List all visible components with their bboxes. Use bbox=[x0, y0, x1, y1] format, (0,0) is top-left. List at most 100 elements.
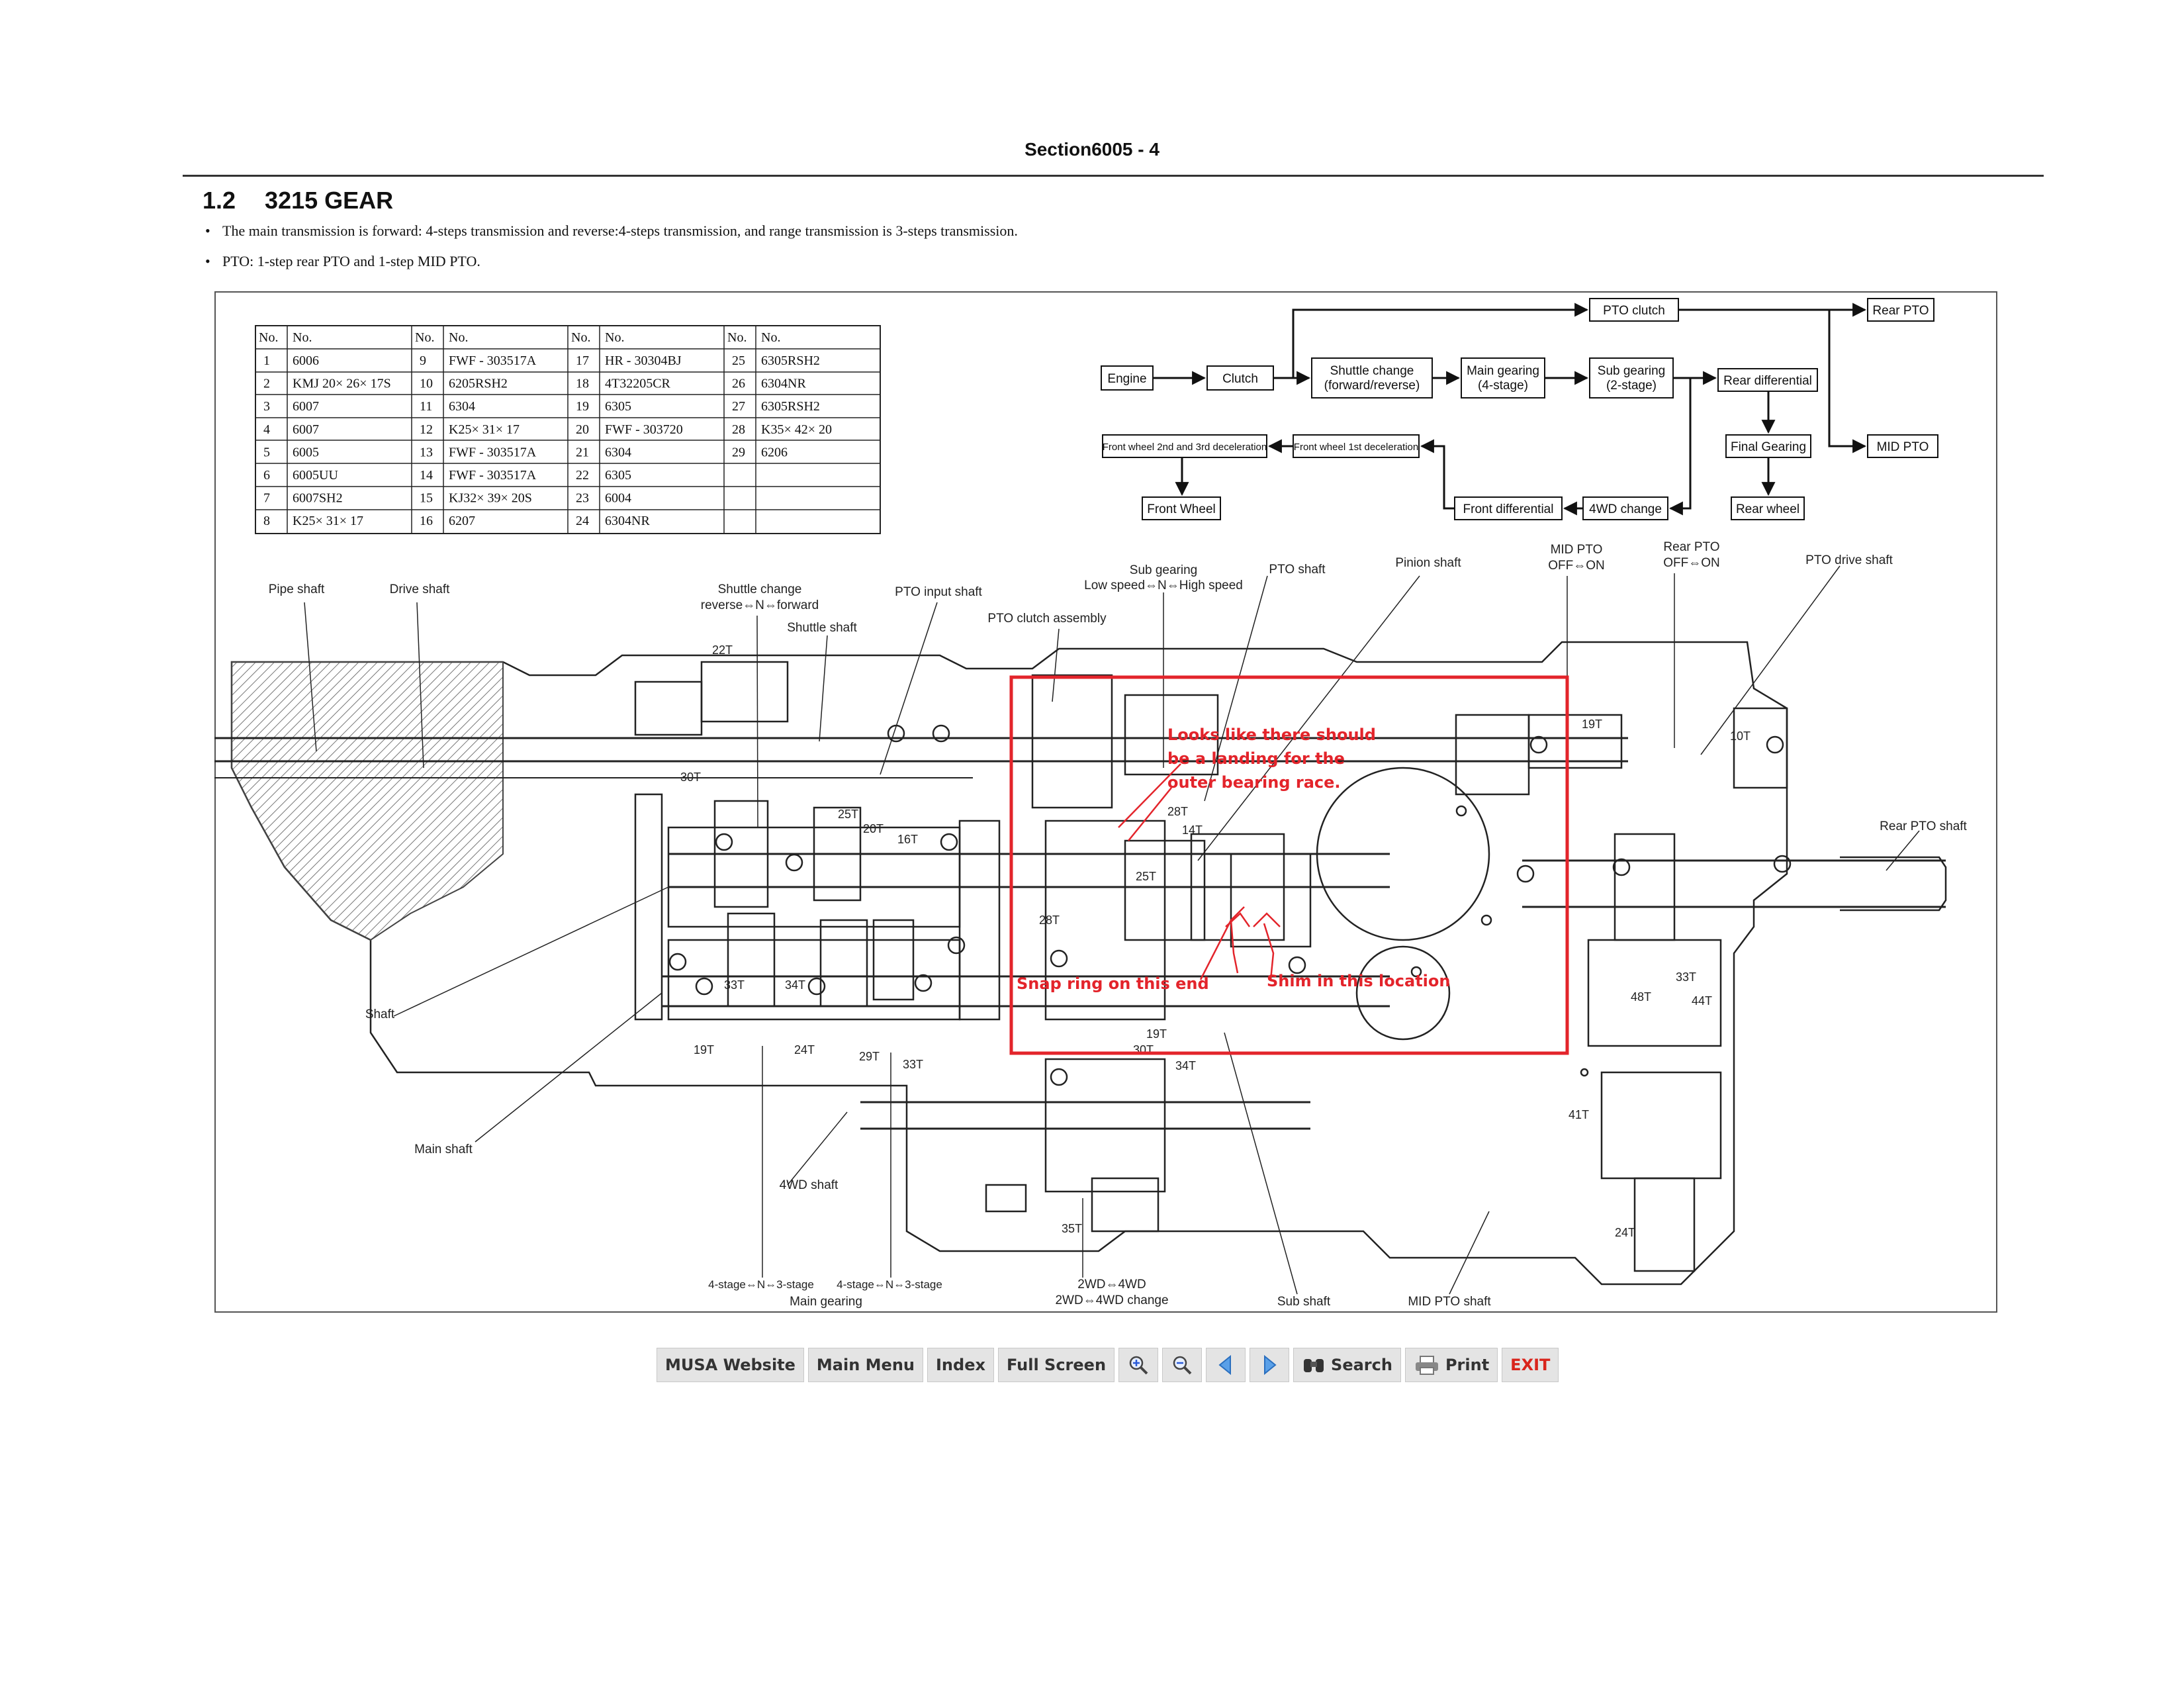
transmission-cross-section bbox=[214, 641, 1947, 1286]
flow-front-wheel-2nd: Front wheel 2nd and 3rd deceleration bbox=[1103, 442, 1267, 453]
table-cell-number: 13 bbox=[420, 445, 433, 459]
binoculars-icon bbox=[1302, 1355, 1326, 1375]
teeth-19t: 19T bbox=[1582, 718, 1602, 731]
table-cell-number: 19 bbox=[576, 399, 589, 414]
musa-website-button[interactable]: MUSA Website bbox=[657, 1348, 804, 1382]
flow-final-gearing: Final Gearing bbox=[1731, 440, 1806, 454]
flow-rear-differential: Rear differential bbox=[1723, 374, 1812, 388]
search-button[interactable]: Search bbox=[1293, 1348, 1401, 1382]
label-sub-shaft: Sub shaft bbox=[1277, 1295, 1331, 1309]
teeth-16t: 16T bbox=[897, 833, 918, 846]
label-2wd-4wd-change: 2WD⇔4WD change bbox=[1055, 1293, 1168, 1307]
next-page-button[interactable] bbox=[1250, 1348, 1290, 1382]
red-annotation-overlay: Looks like there should be a landing for… bbox=[1009, 675, 1569, 1055]
table-cell-part: 4T32205CR bbox=[605, 377, 671, 391]
full-screen-button[interactable]: Full Screen bbox=[997, 1348, 1115, 1382]
table-cell-number: 11 bbox=[420, 399, 432, 414]
teeth-34t-b: 34T bbox=[1175, 1059, 1196, 1072]
index-label: Index bbox=[936, 1356, 985, 1374]
label-shuttle-shaft: Shuttle shaft bbox=[787, 621, 857, 635]
table-cell-number: 2 bbox=[263, 377, 270, 391]
flow-engine: Engine bbox=[1107, 372, 1146, 386]
bullet-transmission: The main transmission is forward: 4-step… bbox=[205, 222, 1018, 240]
flow-4wd-change: 4WD change bbox=[1589, 502, 1662, 516]
table-cell-number: 25 bbox=[732, 353, 745, 368]
table-cell-number: 3 bbox=[263, 399, 270, 414]
table-cell-part: FWF - 303517A bbox=[449, 468, 537, 483]
teeth-10t: 10T bbox=[1730, 729, 1751, 743]
teeth-24t-b: 24T bbox=[1615, 1226, 1635, 1239]
label-shaft: Shaft bbox=[365, 1008, 395, 1021]
main-menu-button[interactable]: Main Menu bbox=[807, 1348, 923, 1382]
teeth-30t: 30T bbox=[680, 771, 701, 784]
table-cell-part: 6206 bbox=[761, 445, 788, 459]
label-pto-clutch-assembly: PTO clutch assembly bbox=[987, 612, 1107, 626]
table-header: No. bbox=[415, 330, 434, 345]
arrow-right-icon bbox=[1264, 1354, 1277, 1376]
annotation-snap-ring: Snap ring on this end bbox=[1017, 974, 1209, 993]
table-cell-part: 6304 bbox=[605, 445, 631, 459]
flow-pto-clutch: PTO clutch bbox=[1603, 304, 1665, 318]
print-button[interactable]: Print bbox=[1404, 1348, 1498, 1382]
annotation-bearing-race-line3: outer bearing race. bbox=[1167, 773, 1341, 792]
flow-front-differential: Front differential bbox=[1463, 502, 1554, 516]
flow-rear-pto: Rear PTO bbox=[1872, 304, 1929, 318]
teeth-29t: 29T bbox=[859, 1050, 880, 1063]
table-cell-part: 6304NR bbox=[605, 514, 650, 528]
table-cell-number: 26 bbox=[732, 377, 745, 391]
table-header: No. bbox=[259, 330, 278, 345]
full-screen-label: Full Screen bbox=[1006, 1356, 1107, 1374]
annotation-bearing-race-line2: be a landing for the bbox=[1167, 749, 1345, 768]
teeth-24t: 24T bbox=[794, 1043, 815, 1056]
teeth-33t-c: 33T bbox=[1676, 970, 1696, 984]
table-cell-number: 28 bbox=[732, 422, 745, 437]
label-sub-gearing: Sub gearing bbox=[1130, 563, 1197, 577]
teeth-41t: 41T bbox=[1569, 1108, 1589, 1121]
flow-clutch: Clutch bbox=[1222, 372, 1258, 386]
table-cell-part: FWF - 303720 bbox=[605, 422, 683, 437]
label-main-gearing: Main gearing bbox=[790, 1295, 862, 1309]
label-mid-pto: MID PTO bbox=[1551, 543, 1603, 557]
label-4wd-shaft: 4WD shaft bbox=[780, 1178, 839, 1192]
exit-button[interactable]: EXIT bbox=[1502, 1348, 1559, 1382]
table-cell-part: K25× 31× 17 bbox=[293, 514, 363, 528]
label-pto-shaft: PTO shaft bbox=[1269, 563, 1326, 577]
teeth-25t-b: 25T bbox=[1136, 870, 1156, 883]
table-cell-number: 17 bbox=[576, 353, 589, 368]
table-cell-number: 14 bbox=[420, 468, 433, 483]
flow-front-wheel: Front Wheel bbox=[1147, 502, 1215, 516]
exit-label: EXIT bbox=[1510, 1356, 1551, 1374]
label-rear-pto: Rear PTO bbox=[1663, 540, 1719, 554]
label-main-shaft: Main shaft bbox=[414, 1143, 473, 1156]
zoom-in-button[interactable] bbox=[1118, 1348, 1159, 1382]
flow-front-wheel-1st: Front wheel 1st deceleration bbox=[1294, 442, 1418, 453]
table-header: No. bbox=[449, 330, 468, 345]
print-label: Print bbox=[1445, 1356, 1490, 1374]
index-button[interactable]: Index bbox=[927, 1348, 994, 1382]
label-shuttle-change: Shuttle change bbox=[718, 583, 802, 596]
table-cell-number: 27 bbox=[732, 399, 745, 414]
table-cell-part: 6207 bbox=[449, 514, 475, 528]
power-flow-diagram bbox=[1101, 298, 1938, 520]
table-cell-part: 6007 bbox=[293, 422, 319, 437]
zoom-out-button[interactable] bbox=[1162, 1348, 1203, 1382]
teeth-22t: 22T bbox=[712, 643, 733, 657]
label-rear-pto-shaft: Rear PTO shaft bbox=[1880, 820, 1967, 833]
table-cell-number: 4 bbox=[263, 422, 270, 437]
previous-page-button[interactable] bbox=[1206, 1348, 1246, 1382]
table-cell-number: 8 bbox=[263, 514, 270, 528]
table-cell-part: HR - 30304BJ bbox=[605, 353, 682, 368]
table-cell-number: 18 bbox=[576, 377, 589, 391]
label-pinion-shaft: Pinion shaft bbox=[1395, 556, 1461, 570]
table-cell-part: 6006 bbox=[293, 353, 319, 368]
diagram-frame bbox=[214, 291, 1997, 1313]
label-mid-pto-shaft: MID PTO shaft bbox=[1408, 1295, 1491, 1309]
annotation-shim: Shim in this location bbox=[1267, 972, 1450, 990]
label-mid-pto-positions: OFF⇔ON bbox=[1548, 559, 1605, 573]
table-cell-part: 6305RSH2 bbox=[761, 399, 820, 414]
section-heading: 3215 GEAR bbox=[265, 187, 394, 214]
table-cell-part: KJ32× 39× 20S bbox=[449, 491, 532, 506]
table-cell-number: 20 bbox=[576, 422, 589, 437]
